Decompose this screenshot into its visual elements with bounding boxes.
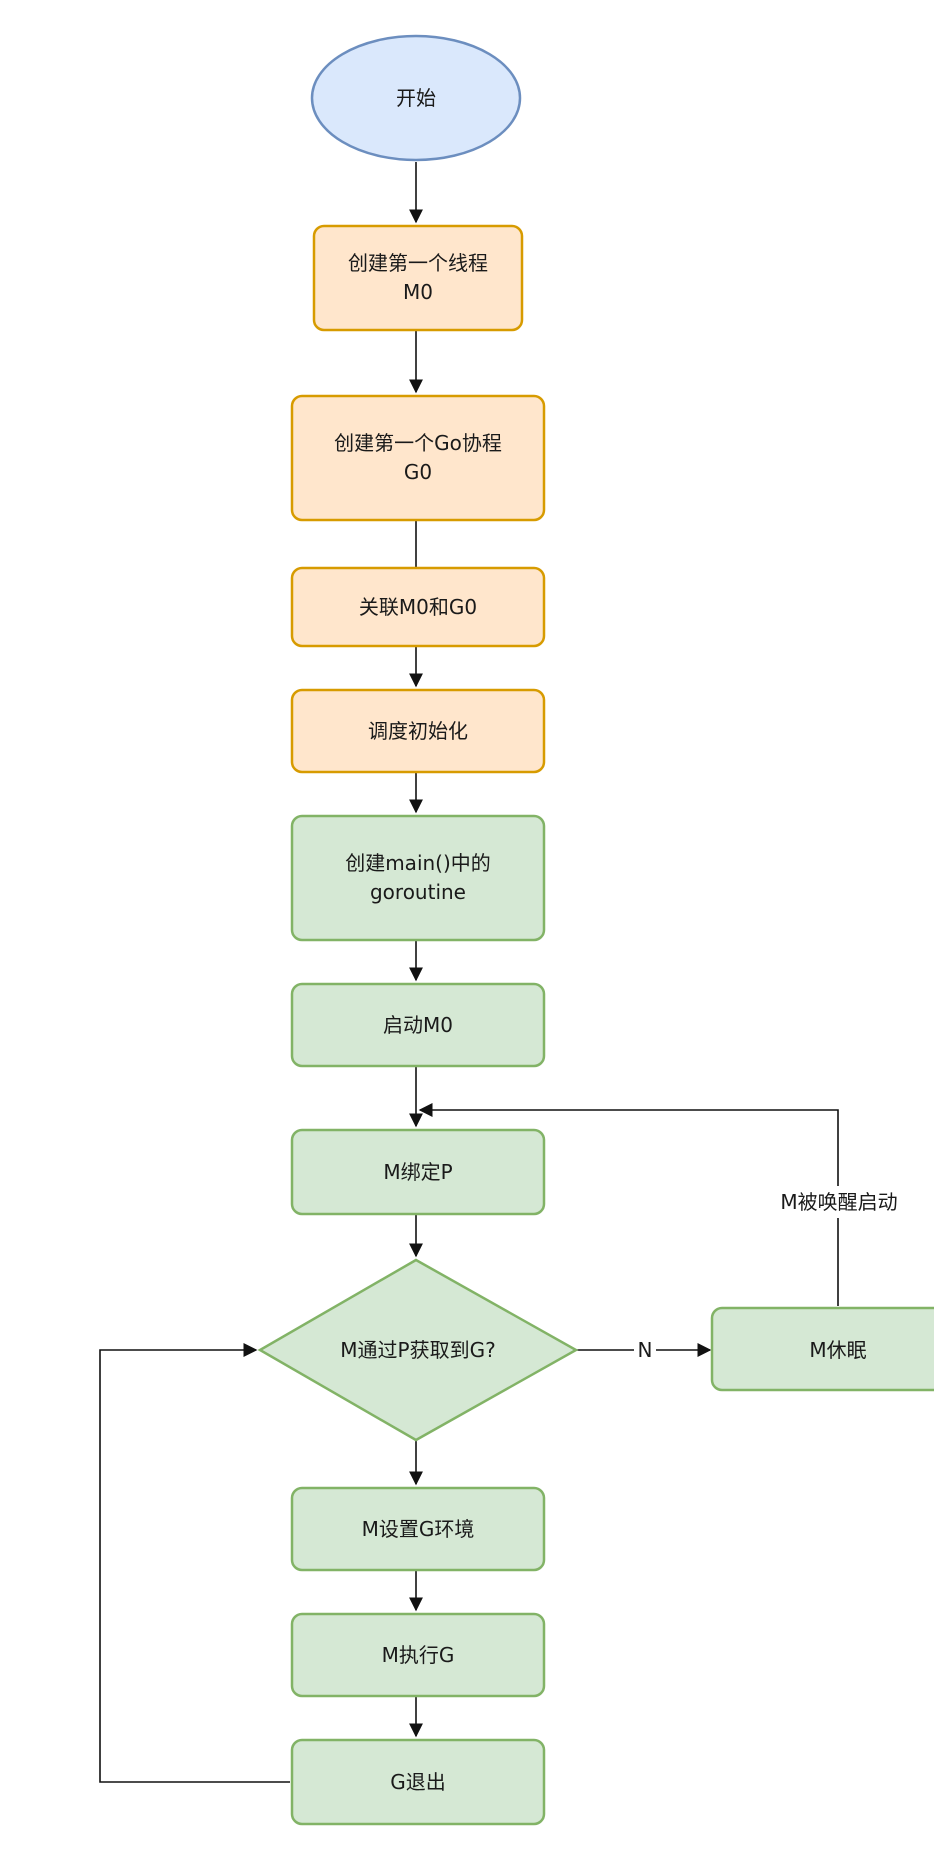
node-link-m0-g0-label: 关联M0和G0 xyxy=(359,595,477,619)
node-link-m0-g0: 关联M0和G0 xyxy=(290,566,546,648)
node-sched-init: 调度初始化 xyxy=(290,688,546,774)
node-decision: M通过P获取到G? xyxy=(257,1258,579,1442)
node-create-goroutine: 创建第一个Go协程 G0 xyxy=(290,394,546,522)
node-sched-init-label: 调度初始化 xyxy=(368,719,468,743)
node-create-main: 创建main()中的 goroutine xyxy=(290,814,546,942)
edge-label-no: N xyxy=(638,1338,653,1362)
node-create-main-line2: goroutine xyxy=(370,880,466,904)
node-create-thread-line1: 创建第一个线程 xyxy=(348,251,488,275)
node-m-set-env-label: M设置G环境 xyxy=(362,1517,475,1541)
node-create-thread-line2: M0 xyxy=(403,280,433,304)
node-m-sleep-label: M休眠 xyxy=(809,1338,866,1362)
node-m-sleep: M休眠 xyxy=(710,1306,934,1392)
node-start-label: 开始 xyxy=(396,86,436,110)
node-decision-label: M通过P获取到G? xyxy=(340,1338,495,1362)
edge-sleep-wake-to-bind-p xyxy=(418,1103,839,1306)
node-create-thread: 创建第一个线程 M0 xyxy=(312,224,524,332)
node-create-goroutine-line1: 创建第一个Go协程 xyxy=(334,431,502,455)
node-create-main-line1: 创建main()中的 xyxy=(345,851,491,875)
node-start-m0: 启动M0 xyxy=(290,982,546,1068)
edge-label-wake: M被唤醒启动 xyxy=(780,1190,897,1214)
node-m-set-env: M设置G环境 xyxy=(290,1486,546,1572)
node-g-exit: G退出 xyxy=(290,1738,546,1826)
node-m-bind-p-label: M绑定P xyxy=(383,1160,452,1184)
node-m-exec-label: M执行G xyxy=(382,1643,455,1667)
edge-label-bg-wake xyxy=(764,1186,914,1218)
node-m-bind-p: M绑定P xyxy=(290,1128,546,1216)
node-g-exit-label: G退出 xyxy=(390,1770,446,1794)
edge-exit-loop-to-decision xyxy=(99,1343,290,1783)
edges xyxy=(99,162,839,1783)
node-m-exec: M执行G xyxy=(290,1612,546,1698)
edge-label-bg-no xyxy=(634,1338,656,1362)
node-create-goroutine-line2: G0 xyxy=(404,460,432,484)
node-start: 开始 xyxy=(310,34,522,162)
node-start-m0-label: 启动M0 xyxy=(383,1013,453,1037)
